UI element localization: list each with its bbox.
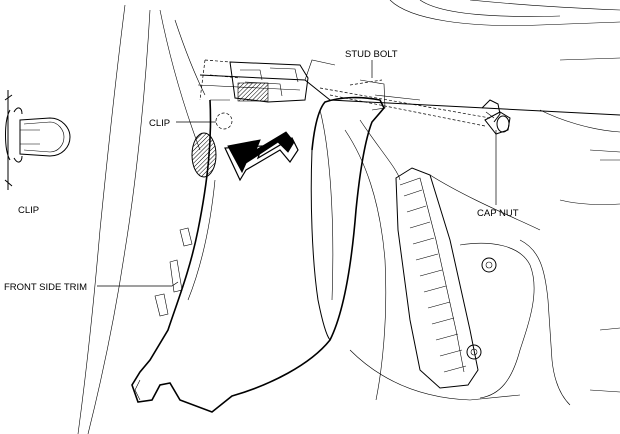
stud-bolt-label: STUD BOLT — [345, 49, 398, 60]
trim-upper-bracket — [199, 59, 309, 103]
removal-direction-arrow-icon — [224, 131, 299, 182]
cap-nut-label: CAP NUT — [477, 208, 519, 219]
clip-detail-icon — [4, 90, 71, 190]
bolt-upper-icon — [481, 257, 497, 273]
pedal-assembly — [344, 119, 541, 401]
front-side-trim-panel — [131, 96, 385, 413]
clip-detail-label: CLIP — [18, 205, 39, 216]
cap-nut-icon — [481, 99, 511, 135]
bolt-lower-icon — [466, 344, 482, 360]
clip-position-marker — [215, 112, 233, 130]
stud-bolt-alignment — [319, 79, 491, 127]
leader-lines — [97, 60, 497, 287]
body-structure-outline — [389, 0, 620, 406]
door-opening-outline — [77, 4, 206, 434]
hatched-clip-area — [237, 82, 269, 102]
front-side-trim-label: FRONT SIDE TRIM — [4, 282, 87, 293]
clip-label: CLIP — [149, 118, 170, 129]
hatched-oval — [191, 132, 217, 178]
